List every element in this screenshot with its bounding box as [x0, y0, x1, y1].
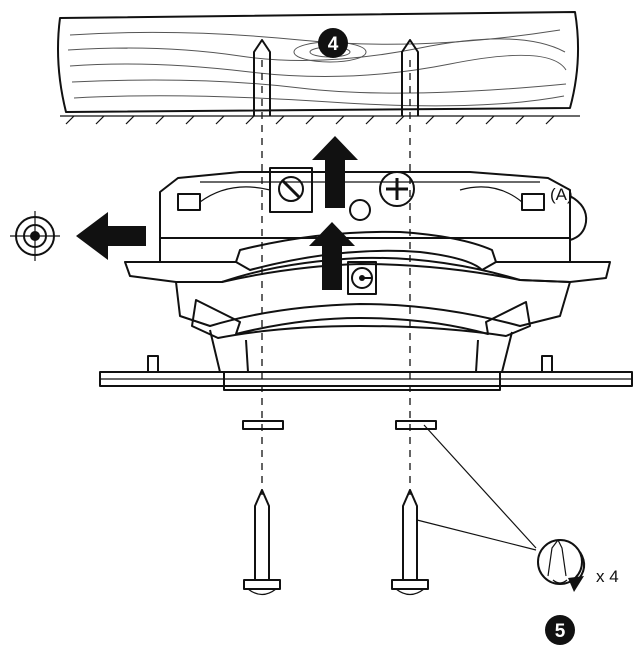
surface-hatching	[65, 115, 555, 125]
washer-left	[242, 420, 284, 430]
leader-line-screw	[416, 519, 537, 551]
alignment-box-icon	[347, 261, 377, 295]
target-icon	[10, 211, 60, 261]
step-badge-5: 5	[545, 615, 575, 645]
step-number: 5	[555, 621, 566, 642]
step-badge-4: 4	[318, 28, 348, 58]
phillips-screw-icon	[379, 171, 415, 207]
screw-left	[243, 489, 281, 596]
slotted-screw-icon	[278, 176, 304, 202]
screw-right	[391, 489, 429, 596]
quantity-label: x 4	[596, 567, 619, 586]
clockwise-rotation-icon	[537, 538, 586, 592]
mounting-bracket	[99, 167, 633, 391]
washer-right	[395, 420, 437, 430]
arrow-left-icon	[76, 212, 146, 260]
part-label-a: (A)	[550, 185, 573, 204]
leader-line-washer	[423, 424, 537, 549]
arrow-up-icon	[309, 136, 358, 290]
step-number: 4	[328, 34, 339, 55]
wood-beam	[57, 11, 580, 125]
